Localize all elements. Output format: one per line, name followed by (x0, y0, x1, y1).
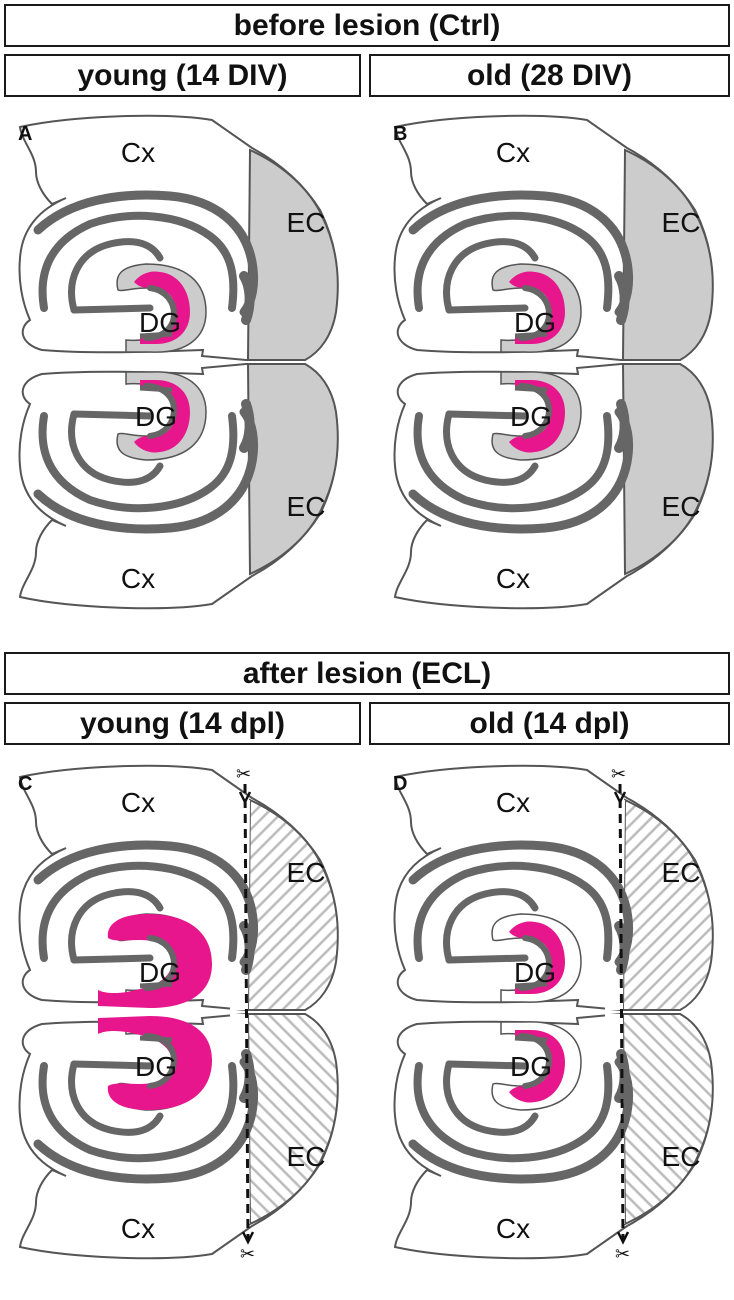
slice-top (393, 114, 714, 361)
label-ec-top: EC (662, 857, 701, 888)
label-dg-bottom: DG (135, 401, 177, 432)
label-ec-bottom: EC (287, 491, 326, 522)
panel-letter: B (393, 123, 407, 145)
scissors-icon-bottom: ✂ (240, 1244, 255, 1262)
label-cx-bottom: Cx (121, 1213, 155, 1244)
label-dg-bottom: DG (510, 1051, 552, 1082)
label-cx-bottom: Cx (121, 563, 155, 594)
label-cx-top: Cx (496, 137, 530, 168)
slice-bottom (393, 363, 714, 610)
scissors-icon-bottom: ✂ (615, 1244, 630, 1262)
header-old-ctrl: old (28 DIV) (369, 54, 730, 97)
label-dg-top: DG (514, 957, 556, 988)
label-dg-top: DG (139, 957, 181, 988)
slice-top (393, 764, 714, 1011)
scissors-icon-top: ✂ (611, 764, 626, 784)
label-cx-top: Cx (121, 137, 155, 168)
label-ec-bottom: EC (662, 491, 701, 522)
slice-bottom (18, 363, 339, 610)
label-ec-top: EC (287, 207, 326, 238)
slice-bottom (18, 1013, 339, 1260)
label-cx-bottom: Cx (496, 563, 530, 594)
panel-letter: C (18, 773, 32, 795)
label-cx-bottom: Cx (496, 1213, 530, 1244)
slice-top (18, 114, 339, 361)
slice-bottom (393, 1013, 714, 1260)
label-ec-top: EC (662, 207, 701, 238)
header-young-ctrl: young (14 DIV) (4, 54, 361, 97)
label-ec-bottom: EC (287, 1141, 326, 1172)
label-dg-top: DG (139, 307, 181, 338)
panel-letter: D (393, 773, 407, 795)
scissors-icon-top: ✂ (236, 764, 251, 784)
label-ec-bottom: EC (662, 1141, 701, 1172)
label-dg-bottom: DG (135, 1051, 177, 1082)
header-after-lesion: after lesion (ECL) (4, 652, 730, 695)
lesion-cut-line (243, 783, 250, 1241)
header-old-ecl: old (14 dpl) (369, 702, 730, 745)
header-before-lesion: before lesion (Ctrl) (4, 4, 730, 47)
label-dg-top: DG (514, 307, 556, 338)
label-dg-bottom: DG (510, 401, 552, 432)
label-cx-top: Cx (496, 787, 530, 818)
label-ec-top: EC (287, 857, 326, 888)
label-cx-top: Cx (121, 787, 155, 818)
lesion-cut-line (618, 783, 625, 1241)
header-young-ecl: young (14 dpl) (4, 702, 361, 745)
panel-letter: A (18, 123, 32, 145)
